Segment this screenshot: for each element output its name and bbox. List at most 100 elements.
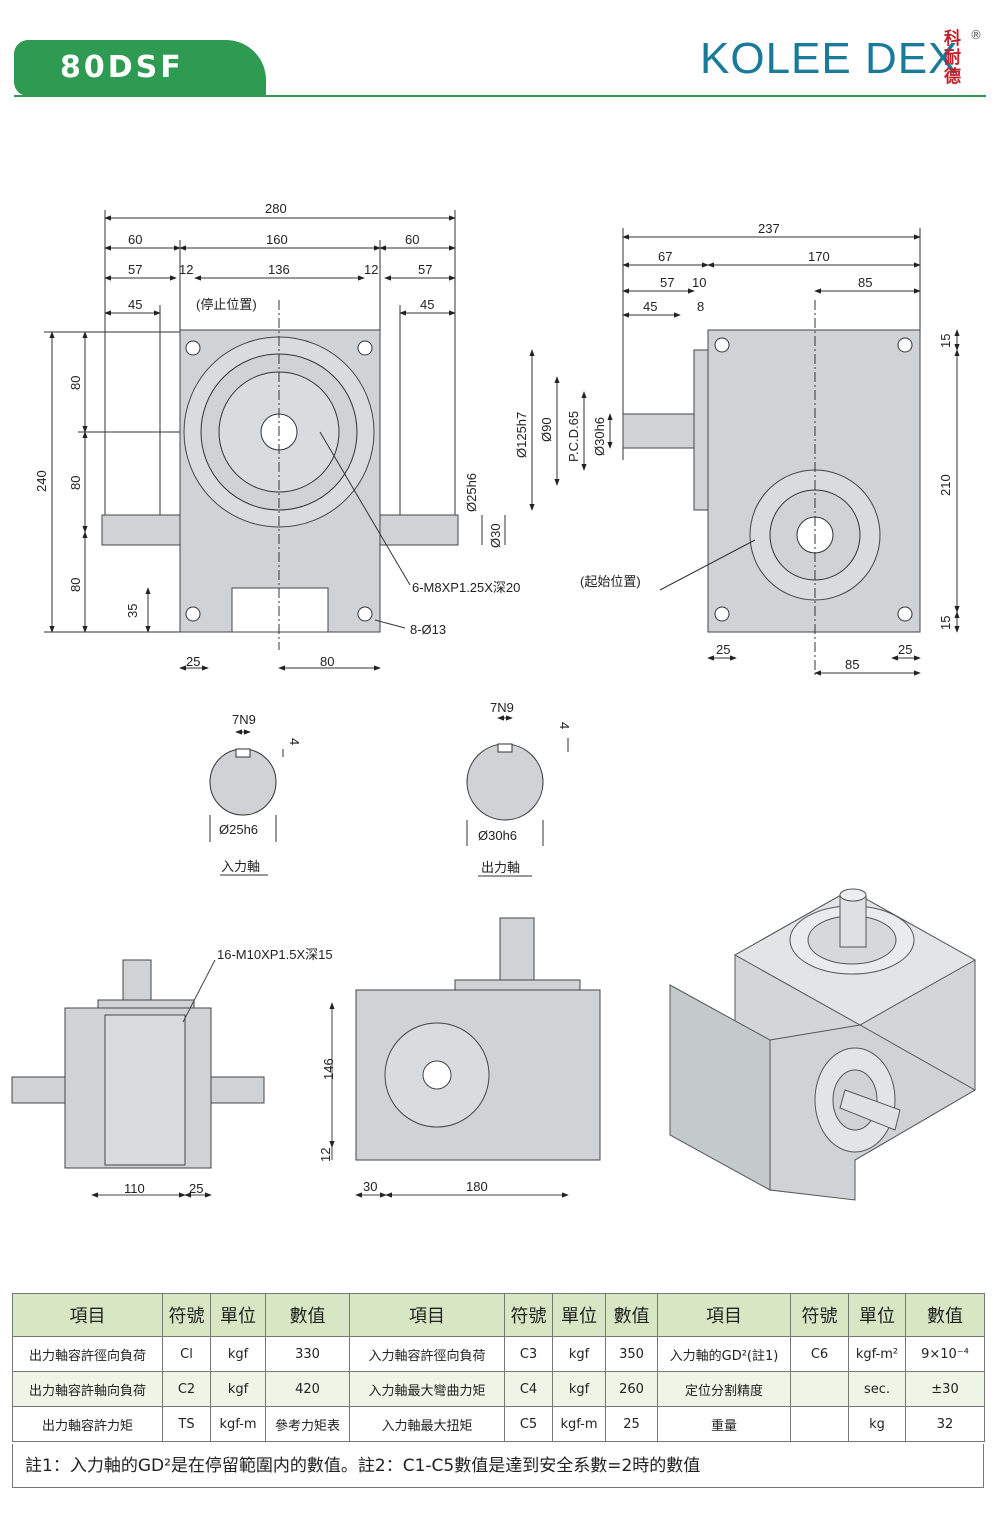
dim-80-bot: 80 [68,578,83,592]
dim-25-bottom: 25 [186,654,200,669]
table-cell: 入力軸最大扭矩 [349,1406,505,1442]
dim-45-right: 45 [420,297,434,312]
table-cell: 出力軸容許軸向負荷 [12,1371,163,1407]
dim-85-top: 85 [858,275,872,290]
dim-dia-30h6: Ø30h6 [592,417,607,456]
header-cell: 單位 [552,1293,606,1337]
thread-label-16: 16-M10XP1.5X深15 [217,947,333,962]
dim-237: 237 [758,221,780,236]
output-shaft-labels: 7N9 4 Ø30h6 出力軸 [478,700,572,875]
isometric-view [669,888,977,1201]
table-cell: kgf [210,1336,266,1372]
stop-position-label: (停止位置) [196,297,257,312]
dim-57-right: 57 [418,262,432,277]
dim-25-left: 25 [716,642,730,657]
table-cell: Cl [162,1336,211,1372]
input-shaft-name: 入力軸 [221,859,260,874]
dim-210: 210 [938,474,953,496]
table-cell: kgf [210,1371,266,1407]
start-position-label: (起始位置) [580,574,641,589]
dim-67: 67 [658,249,672,264]
dim-45: 45 [643,299,657,314]
table-cell: 入力軸容許徑向負荷 [349,1336,505,1372]
header-divider [14,95,986,97]
table-cell: kg [848,1406,906,1442]
dim-110: 110 [124,1181,145,1196]
table-cell: kgf-m [552,1406,606,1442]
front-view-labels: 280 60 160 60 57 12 136 12 57 45 45 (停止位… [34,201,520,669]
dim-136: 136 [268,262,290,277]
input-key-depth: 4 [287,738,302,745]
brand-chinese: 科耐德 [944,29,961,87]
technical-drawing: 280 60 160 60 57 12 136 12 57 45 45 (停止位… [11,201,977,1201]
table-cell: 入力軸最大彎曲力矩 [349,1371,505,1407]
table-cell: C4 [504,1371,553,1407]
side-view [529,228,960,676]
input-diameter: Ø25h6 [219,822,258,837]
rear-view-labels: 146 12 30 180 [318,1058,488,1194]
dim-15-top: 15 [938,334,953,348]
output-diameter: Ø30h6 [478,828,517,843]
table-cell: C3 [504,1336,553,1372]
dim-85-bottom: 85 [845,657,859,672]
header-cell: 項目 [349,1293,505,1337]
dim-57: 57 [660,275,674,290]
holes-label: 8-Ø13 [410,622,446,637]
table-cell: 入力軸的GD²(註1) [657,1336,791,1372]
dim-80-top: 80 [68,376,83,390]
header-cell: 項目 [657,1293,791,1337]
model-tab: 80DSF [14,40,266,96]
input-shaft-labels: 7N9 4 Ø25h6 入力軸 [219,712,302,874]
dim-shaft-30: Ø30 [488,523,503,548]
table-cell: 330 [265,1336,350,1372]
spec-header-row: 項目 符號 單位 數值 項目 符號 單位 數值 項目 符號 單位 數值 [12,1293,985,1337]
dim-280: 280 [265,201,287,216]
dim-57-left: 57 [128,262,142,277]
brand-latin: KOLEE DEX [700,34,959,83]
header-cell: 數值 [605,1293,658,1337]
table-cell [790,1371,849,1407]
dim-15-bot: 15 [938,616,953,630]
table-cell: ±30 [905,1371,985,1407]
spec-table: 項目 符號 單位 數值 項目 符號 單位 數值 項目 符號 單位 數值 出力軸容… [12,1293,985,1442]
table-cell: TS [162,1406,211,1442]
dim-dia-90: Ø90 [539,417,554,442]
table-cell: 重量 [657,1406,791,1442]
table-cell: 9×10⁻⁴ [905,1336,985,1372]
output-shaft-name: 出力軸 [481,860,520,875]
table-cell: 260 [605,1371,658,1407]
table-cell: kgf [552,1371,606,1407]
table-cell: kgf-m [210,1406,266,1442]
table-cell: 出力軸容許力矩 [12,1406,163,1442]
dim-shaft-25h6: Ø25h6 [464,473,479,512]
dim-146: 146 [321,1058,336,1080]
dim-dia-125h7: Ø125h7 [514,412,529,458]
table-cell: C6 [790,1336,849,1372]
dim-8: 8 [697,299,704,314]
table-cell: 420 [265,1371,350,1407]
dim-170: 170 [808,249,830,264]
table-cell: 參考力矩表 [265,1406,350,1442]
table-cell: 25 [605,1406,658,1442]
dim-25-right: 25 [898,642,912,657]
table-cell: C5 [504,1406,553,1442]
dim-pcd-65: P.C.D.65 [566,411,581,462]
footnote: 註1：入力軸的GD²是在停留範圍内的數值。註2：C1-C5數值是達到安全系數=2… [12,1444,984,1488]
input-key-label: 7N9 [232,712,256,727]
header-cell: 數值 [265,1293,350,1337]
table-cell: sec. [848,1371,906,1407]
top-view-labels: 16-M10XP1.5X深15 110 25 [124,947,333,1196]
dim-12: 12 [318,1148,333,1162]
header-cell: 符號 [790,1293,849,1337]
header-cell: 數值 [905,1293,985,1337]
registered-mark: ® [970,28,982,42]
dim-10: 10 [692,275,706,290]
header-cell: 符號 [162,1293,211,1337]
header-cell: 單位 [210,1293,266,1337]
rear-view [329,917,601,1198]
dim-12-right: 12 [364,262,378,277]
brand-logo: KOLEE DEX 科耐德 ® [698,28,988,92]
dim-160: 160 [266,232,288,247]
table-cell: 定位分割精度 [657,1371,791,1407]
table-cell: C2 [162,1371,211,1407]
